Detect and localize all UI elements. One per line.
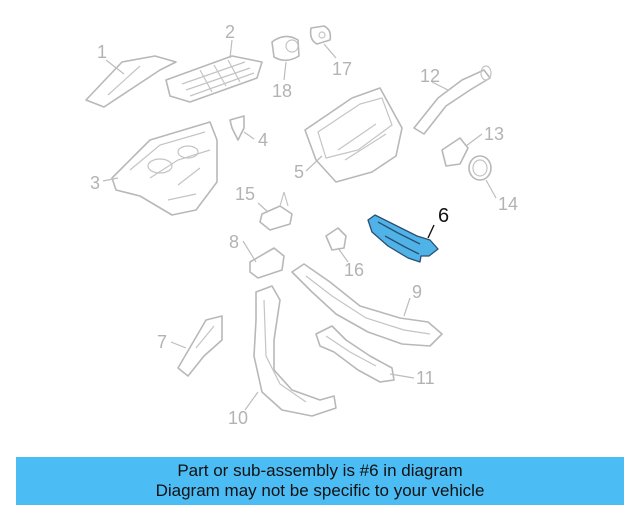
parts-diagram: 1 2 3 4 5 6 7 8 9 10 11 12 13 14 15 16 1… (85, 22, 518, 428)
callout-10: 10 (228, 408, 248, 428)
callout-16: 16 (344, 260, 364, 280)
callout-8: 8 (229, 232, 239, 252)
part-7[interactable] (177, 315, 223, 377)
callout-3: 3 (90, 173, 100, 193)
info-banner: Part or sub-assembly is #6 in diagram Di… (16, 457, 624, 505)
banner-line-1: Part or sub-assembly is #6 in diagram (177, 461, 463, 480)
callout-13: 13 (484, 124, 504, 144)
leader-lines (102, 39, 497, 411)
part-5[interactable] (304, 87, 403, 183)
part-9[interactable] (291, 263, 443, 347)
callout-12: 12 (420, 66, 440, 86)
callout-11: 11 (416, 368, 435, 388)
part-12[interactable] (413, 65, 492, 135)
callout-9: 9 (412, 282, 422, 302)
part-16[interactable] (325, 227, 347, 251)
part-13[interactable] (441, 137, 469, 167)
part-6-highlighted[interactable] (367, 214, 439, 263)
callout-5: 5 (294, 162, 304, 182)
part-3[interactable] (111, 121, 218, 216)
callout-14: 14 (498, 194, 518, 214)
callout-18: 18 (272, 81, 292, 101)
part-2[interactable] (165, 55, 263, 103)
callout-4: 4 (258, 130, 268, 150)
part-14[interactable] (468, 155, 492, 181)
part-1[interactable] (85, 55, 177, 108)
callout-15: 15 (235, 184, 255, 204)
callout-2: 2 (225, 22, 235, 42)
part-10[interactable] (253, 285, 337, 417)
part-11[interactable] (315, 325, 395, 383)
callout-17: 17 (332, 59, 352, 79)
callout-7: 7 (157, 332, 167, 352)
callout-1: 1 (97, 42, 107, 62)
part-17[interactable] (309, 25, 332, 45)
part-18[interactable] (271, 35, 300, 62)
callout-labels: 1 2 3 4 5 6 7 8 9 10 11 12 13 14 15 16 1… (90, 22, 518, 428)
part-8[interactable] (249, 247, 285, 279)
part-15[interactable] (259, 191, 293, 231)
banner-line-2: Diagram may not be specific to your vehi… (155, 481, 485, 500)
callout-6: 6 (438, 205, 449, 227)
part-4[interactable] (229, 115, 245, 141)
